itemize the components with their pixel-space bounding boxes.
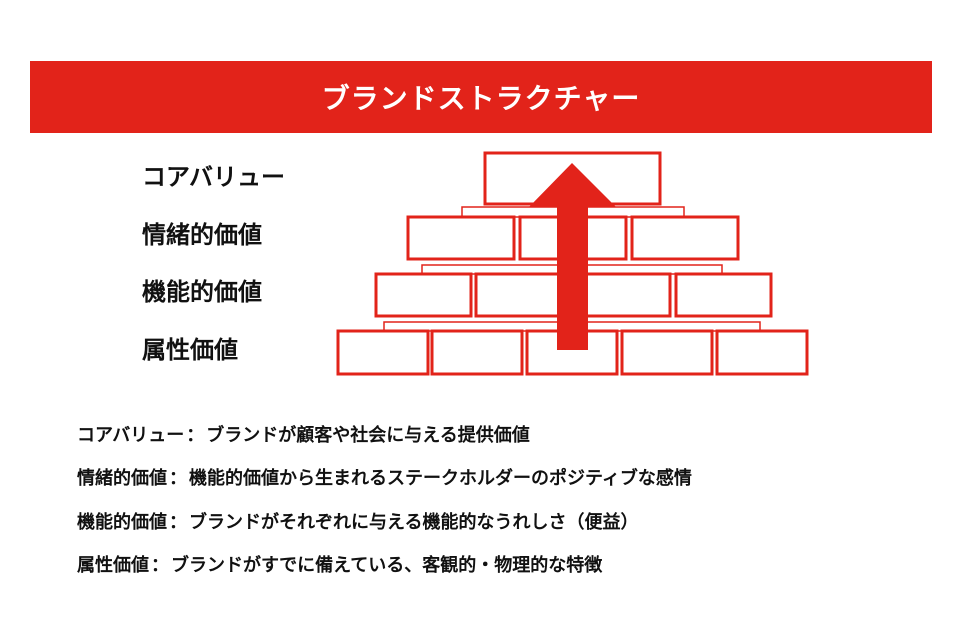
up-arrow-icon bbox=[529, 163, 616, 350]
definition-text: 機能的価値から生まれるステークホルダーのポジティブな感情 bbox=[189, 468, 692, 490]
definition-separator: ： bbox=[186, 424, 205, 446]
definition-separator: ： bbox=[169, 468, 187, 490]
brick-emotional-3 bbox=[630, 215, 740, 261]
definition-attribute-value: 属性価値：ブランドがすでに備えている、客観的・物理的な特徴 bbox=[77, 543, 937, 587]
title-banner: ブランドストラクチャー bbox=[30, 61, 932, 133]
brick-attribute-1 bbox=[336, 329, 430, 376]
level-label-core-value: コアバリュー bbox=[142, 163, 286, 191]
brick-attribute-5 bbox=[715, 329, 809, 376]
brick-functional-1 bbox=[374, 272, 473, 318]
brick-functional-3 bbox=[674, 272, 773, 318]
brick-attribute-4 bbox=[620, 329, 714, 376]
definition-term: 機能的価値 bbox=[77, 511, 167, 533]
brick-pyramid bbox=[336, 151, 809, 376]
definition-functional-value: 機能的価値：ブランドがそれぞれに与える機能的なうれしさ（便益） bbox=[77, 499, 937, 543]
definition-list: コアバリュー：ブランドが顧客や社会に与える提供価値 情緒的価値：機能的価値から生… bbox=[77, 412, 937, 586]
definition-term: コアバリュー bbox=[77, 424, 185, 446]
definition-separator: ： bbox=[151, 555, 169, 577]
level-label-functional-value: 機能的価値 bbox=[142, 278, 262, 306]
definition-term: 情緒的価値 bbox=[77, 468, 167, 490]
level-label-emotional-value: 情緒的価値 bbox=[142, 221, 262, 249]
level-label-attribute-value: 属性価値 bbox=[142, 336, 238, 364]
definition-term: 属性価値 bbox=[77, 555, 149, 577]
banner-title: ブランドストラクチャー bbox=[321, 82, 641, 115]
brick-emotional-1 bbox=[406, 215, 516, 261]
definition-text: ブランドがそれぞれに与える機能的なうれしさ（便益） bbox=[189, 511, 639, 533]
definition-core-value: コアバリュー：ブランドが顧客や社会に与える提供価値 bbox=[77, 412, 937, 456]
definition-text: ブランドがすでに備えている、客観的・物理的な特徴 bbox=[171, 555, 603, 577]
definition-separator: ： bbox=[169, 511, 187, 533]
brick-attribute-2 bbox=[430, 329, 524, 376]
definition-emotional-value: 情緒的価値：機能的価値から生まれるステークホルダーのポジティブな感情 bbox=[77, 456, 937, 500]
definition-text: ブランドが顧客や社会に与える提供価値 bbox=[206, 424, 530, 446]
